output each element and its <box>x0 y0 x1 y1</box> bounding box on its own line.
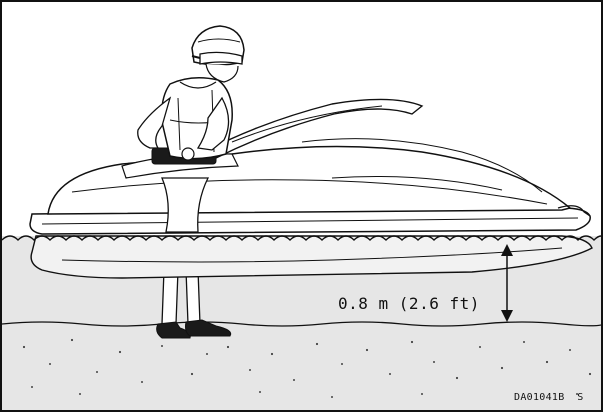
rider-goggles <box>200 52 242 64</box>
water-depth-label: 0.8 m (2.6 ft) <box>338 294 480 313</box>
figure-code: DA01041B S <box>514 392 584 403</box>
rider-hand <box>182 148 194 160</box>
